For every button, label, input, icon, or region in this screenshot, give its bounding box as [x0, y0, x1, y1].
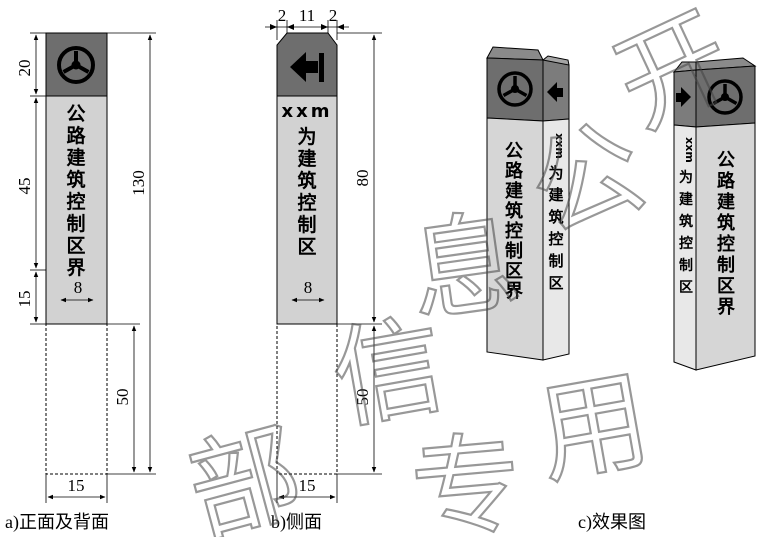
front-sign-body [45, 95, 108, 325]
side-buried-section [276, 323, 338, 475]
front-sign-char: 公 [66, 103, 85, 125]
watermark-glyph: 用 [528, 355, 659, 500]
effect-left-front-char: 区 [505, 261, 523, 282]
effect-left-side-char: 筑 [547, 208, 563, 226]
front-sign-char: 控 [66, 190, 85, 213]
watermark-glyph: 部 [175, 407, 314, 537]
effect-right-side-char: 为 [679, 169, 693, 186]
dim-label-bevel-mid: 11 [299, 6, 315, 25]
dim-label-width: 15 [68, 476, 85, 495]
dim-label-side-50: 50 [353, 389, 372, 406]
effect-left-front-char: 建 [505, 180, 523, 202]
side-sign-char: 为 [297, 125, 316, 148]
caption-front: a)正面及背面 [5, 512, 109, 533]
effect-left-front-char: 公 [505, 141, 523, 162]
effect-left-side-char: 控 [548, 230, 563, 248]
watermark-overlay: 部信息公开专用 [174, 0, 752, 537]
effect-right-steering-wheel-icon [707, 79, 743, 115]
effect-right-side-header: xxm [683, 137, 696, 163]
effect-right-side-char: 区 [679, 280, 693, 296]
dim-label-side-char-width: 8 [304, 278, 313, 297]
caption-effect: c)效果图 [578, 512, 646, 533]
effect-right-side-char: 制 [679, 257, 693, 274]
dim-label-char-width: 8 [74, 278, 83, 297]
steering-wheel-icon [57, 46, 95, 84]
front-sign-char: 区 [66, 235, 85, 257]
effect-left-front-char: 筑 [505, 200, 523, 222]
side-header-text: xxm [282, 101, 333, 122]
side-sign-body [276, 95, 338, 325]
dim-label-20: 20 [15, 60, 34, 77]
side-sign-char: 建 [297, 147, 316, 170]
effect-left-side-char: 建 [548, 186, 564, 204]
effect-left-steering-wheel-icon [497, 71, 533, 107]
side-sign-char: 筑 [297, 169, 316, 192]
left-arrow-icon [290, 52, 324, 82]
effect-right-front-char: 控 [717, 233, 735, 255]
dim-label-side-width: 15 [299, 476, 316, 495]
dim-label-bevel-right: 2 [329, 6, 338, 25]
dim-label-15: 15 [15, 291, 34, 308]
front-sign-char: 筑 [66, 168, 85, 191]
side-sign-char: 制 [297, 213, 316, 236]
side-sign-char: 控 [297, 191, 316, 214]
front-buried-section [45, 323, 108, 475]
front-sign-char: 路 [66, 124, 86, 147]
effect-right-front-char: 制 [717, 255, 735, 276]
effect-left-arrow-icon [547, 82, 563, 102]
effect-right-side-char: 筑 [679, 213, 693, 230]
effect-left-front-char: 制 [505, 241, 523, 262]
front-sign-char: 制 [66, 212, 85, 235]
dim-label-80: 80 [353, 170, 372, 187]
effect-left-side-char: 区 [548, 274, 563, 292]
effect-left-front-char: 控 [505, 220, 523, 242]
caption-side: b)侧面 [271, 512, 322, 533]
effect-right-side-char: 控 [679, 235, 693, 252]
front-sign-char: 界 [66, 257, 85, 279]
effect-left-side-char: 为 [548, 164, 563, 182]
effect-right-front-char: 区 [717, 276, 735, 297]
effect-left-front-char: 界 [505, 281, 523, 302]
effect-right-front-char: 界 [717, 297, 735, 318]
dim-label-bevel-left: 2 [278, 6, 287, 25]
dim-label-130: 130 [129, 170, 148, 196]
effect-left-front-char: 路 [505, 160, 524, 182]
dim-label-50: 50 [113, 389, 132, 406]
effect-right-front-char: 建 [717, 191, 735, 213]
effect-left-side-char: 制 [548, 252, 563, 270]
side-sign-char: 区 [297, 236, 316, 258]
effect-right-side-char: 建 [679, 191, 693, 208]
front-sign-char: 建 [66, 146, 85, 169]
watermark-glyph: 息 [401, 196, 528, 338]
effect-right-front-char: 公 [717, 150, 735, 171]
effect-right-front-char: 筑 [717, 212, 735, 234]
effect-left-side-header: xxm [553, 133, 566, 159]
watermark-glyph: 专 [406, 419, 527, 537]
watermark-glyph: 信 [323, 300, 454, 445]
effect-right-front-char: 路 [717, 170, 736, 192]
dim-label-45: 45 [15, 178, 34, 195]
effect-right-arrow-icon [676, 87, 691, 107]
